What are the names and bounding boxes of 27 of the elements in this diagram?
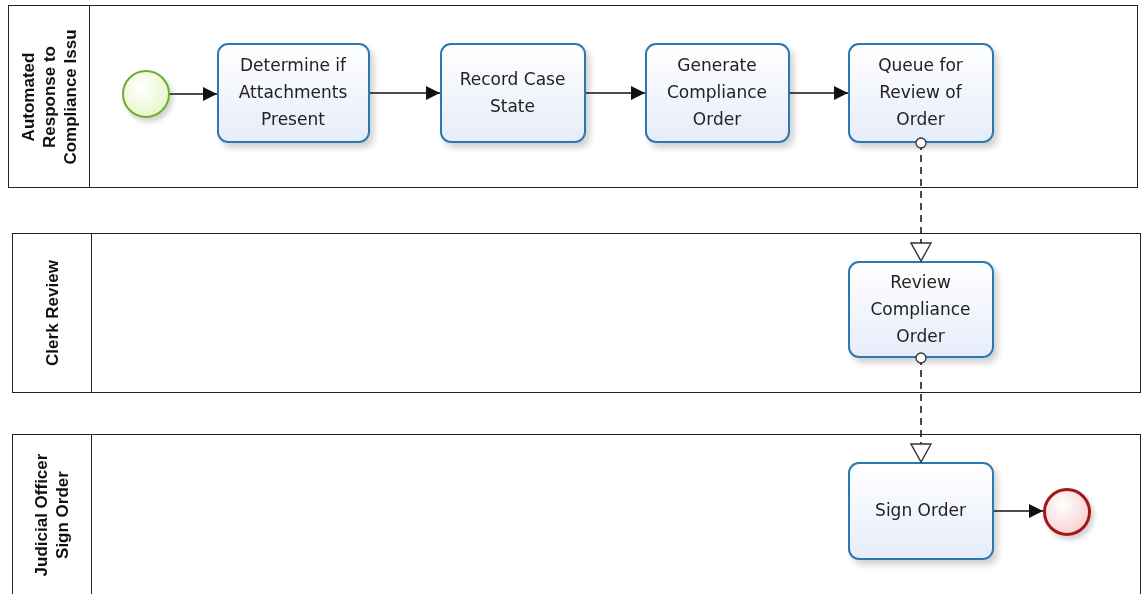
sequence-flow-arrow	[789, 86, 849, 100]
sequence-flow-arrow	[585, 86, 646, 100]
swimlane-pool	[8, 5, 1138, 188]
task-label: Review Compliance Order	[869, 270, 972, 348]
task-box	[847, 260, 994, 358]
pool-label: Clerk Review	[41, 259, 63, 368]
sequence-flow-arrow	[369, 86, 441, 100]
message-flow-arrow	[910, 137, 932, 262]
swimlane-pool	[12, 233, 1141, 393]
task-label: Sign Order	[874, 499, 967, 522]
task-label: Record Case State	[458, 67, 567, 118]
task-label: Queue for Review of Order	[877, 54, 964, 131]
start-event-circle	[121, 69, 170, 118]
task-label: Generate Compliance Order	[665, 54, 769, 131]
task-label: Determine if Attachments Present	[237, 54, 349, 131]
pool-label: Automated Response to Compliance Issu	[17, 27, 81, 167]
pool-label: Judicial Officer Sign Order	[31, 452, 73, 579]
sequence-flow-arrow	[169, 87, 218, 101]
message-flow-arrow	[910, 352, 932, 463]
task-box	[847, 461, 994, 560]
end-event-circle	[1042, 487, 1091, 536]
task-box	[439, 42, 586, 143]
swimlane-pool	[12, 434, 1141, 594]
task-box	[644, 42, 790, 143]
task-box	[847, 42, 994, 143]
sequence-flow-arrow	[993, 504, 1044, 518]
task-box	[216, 42, 370, 143]
